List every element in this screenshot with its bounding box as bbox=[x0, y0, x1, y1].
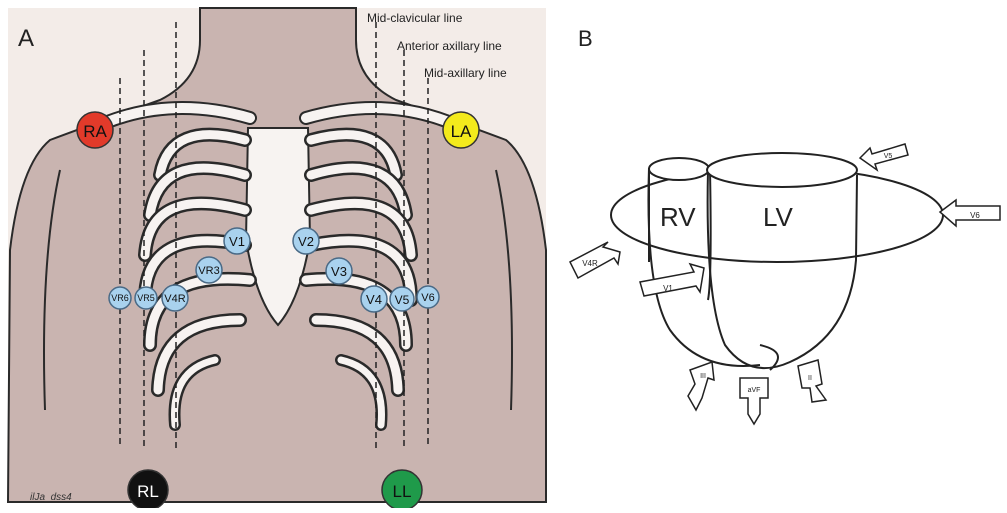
svg-text:V4: V4 bbox=[366, 292, 382, 307]
panel-b: B RV LV V6 V5 V4R bbox=[570, 26, 1000, 424]
svg-text:VR5: VR5 bbox=[137, 293, 155, 303]
electrode-ra-label: RA bbox=[83, 122, 107, 141]
svg-text:II: II bbox=[808, 375, 812, 382]
panel-b-label: B bbox=[578, 26, 593, 51]
svg-text:V1: V1 bbox=[229, 234, 245, 249]
electrode-ll: LL bbox=[382, 470, 422, 508]
lead-ii: II bbox=[798, 360, 826, 402]
svg-text:aVF: aVF bbox=[748, 387, 761, 394]
electrode-v3: V3 bbox=[326, 258, 352, 284]
rv-label: RV bbox=[660, 202, 696, 232]
signature: ilJa_dss4 bbox=[30, 492, 72, 503]
electrode-vr5: VR5 bbox=[135, 287, 157, 309]
lead-avf: aVF bbox=[740, 378, 768, 424]
lead-v5: V5 bbox=[860, 144, 908, 170]
svg-text:V3: V3 bbox=[331, 264, 347, 279]
anterior-axillary-line-label: Anterior axillary line bbox=[397, 39, 502, 53]
svg-text:V6: V6 bbox=[421, 292, 434, 304]
panel-a: A Mid-clavicular line Anterior axillary … bbox=[8, 8, 546, 508]
rv-outflow-top bbox=[649, 158, 709, 180]
electrode-rl-label: RL bbox=[137, 482, 159, 501]
electrode-v1: V1 bbox=[224, 228, 250, 254]
svg-text:V2: V2 bbox=[298, 234, 314, 249]
electrode-v2: V2 bbox=[293, 228, 319, 254]
electrode-rl: RL bbox=[128, 470, 168, 508]
lv-label: LV bbox=[763, 202, 794, 232]
electrode-ra: RA bbox=[77, 112, 113, 148]
electrode-vr3: VR3 bbox=[196, 257, 222, 283]
electrode-la: LA bbox=[443, 112, 479, 148]
electrode-v4r: V4R bbox=[162, 285, 188, 311]
lead-iii: III bbox=[688, 362, 714, 410]
panel-a-label: A bbox=[18, 25, 34, 52]
svg-text:V6: V6 bbox=[970, 211, 980, 220]
mid-axillary-line-label: Mid-axillary line bbox=[424, 66, 507, 80]
svg-text:VR3: VR3 bbox=[198, 265, 219, 277]
electrode-la-label: LA bbox=[451, 122, 472, 141]
svg-text:V4R: V4R bbox=[582, 259, 598, 268]
svg-text:V4R: V4R bbox=[164, 293, 185, 305]
electrode-v6: V6 bbox=[417, 286, 439, 308]
electrode-ll-label: LL bbox=[393, 482, 412, 501]
svg-text:V1: V1 bbox=[663, 284, 673, 293]
electrode-v5: V5 bbox=[390, 287, 414, 311]
electrode-vr6: VR6 bbox=[109, 287, 131, 309]
lead-v1: V1 bbox=[640, 264, 704, 296]
lead-v4r: V4R bbox=[570, 242, 620, 278]
lead-v6: V6 bbox=[940, 200, 1000, 226]
electrode-v4: V4 bbox=[361, 286, 387, 312]
svg-text:V5: V5 bbox=[884, 153, 893, 160]
svg-text:V5: V5 bbox=[395, 293, 410, 307]
svg-text:VR6: VR6 bbox=[111, 293, 129, 303]
lv-top bbox=[707, 153, 857, 187]
mid-clavicular-line-label: Mid-clavicular line bbox=[367, 11, 463, 25]
left-ventricle-body bbox=[708, 170, 857, 368]
svg-text:III: III bbox=[700, 373, 706, 380]
